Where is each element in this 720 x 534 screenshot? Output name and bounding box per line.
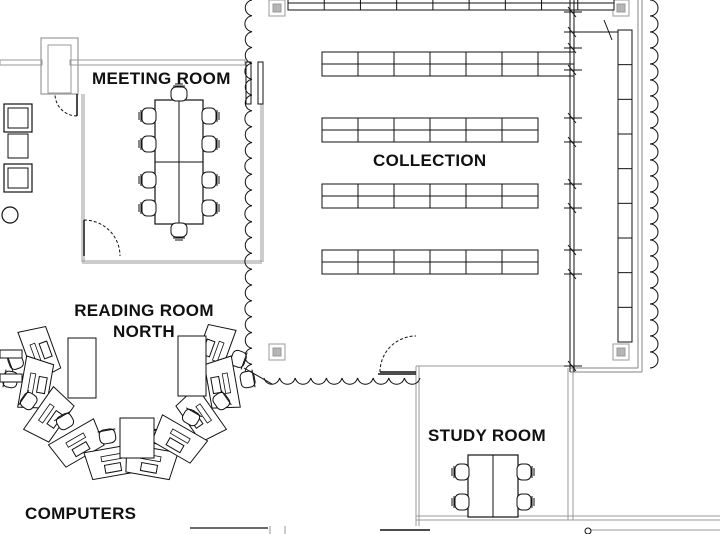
cable-tray bbox=[0, 373, 23, 383]
mullion bbox=[257, 61, 264, 105]
lounge-chair bbox=[3, 103, 33, 133]
reading-room-label: READING ROOM NORTH bbox=[66, 300, 222, 342]
collection-label: COLLECTION bbox=[373, 151, 487, 170]
workstation bbox=[47, 411, 105, 468]
monitor bbox=[36, 375, 48, 395]
meeting-chair bbox=[138, 199, 157, 217]
keyboard bbox=[169, 428, 191, 444]
monitor bbox=[139, 462, 159, 474]
meeting-chair bbox=[138, 135, 157, 153]
monitor bbox=[103, 462, 123, 474]
closet-wall bbox=[40, 37, 79, 95]
door-leaf bbox=[243, 367, 273, 385]
study-room-label: STUDY ROOM bbox=[428, 426, 546, 445]
workstation-chair bbox=[239, 369, 256, 389]
meeting-room-label: MEETING ROOM bbox=[92, 69, 231, 88]
curtain-south bbox=[263, 377, 421, 385]
computers-label: COMPUTERS bbox=[25, 504, 137, 523]
study-chair bbox=[451, 463, 470, 481]
misc-fixtures bbox=[1, 103, 33, 224]
meeting-chair bbox=[201, 135, 220, 153]
closet-inner bbox=[47, 44, 72, 94]
workstation-hub bbox=[119, 417, 155, 459]
lounge-chair bbox=[3, 163, 33, 193]
collection-shelving bbox=[287, 0, 633, 372]
wall-segment bbox=[0, 59, 43, 66]
wall-shelving bbox=[617, 29, 633, 343]
meeting-chair bbox=[170, 83, 188, 102]
workstation-chair bbox=[18, 389, 38, 411]
meeting-door-swing bbox=[83, 219, 121, 257]
meeting-chair bbox=[138, 107, 157, 125]
keyboard bbox=[37, 403, 55, 424]
workstation bbox=[203, 355, 256, 409]
fixture bbox=[584, 527, 592, 534]
curtain-east bbox=[649, 0, 659, 369]
workstation-spine bbox=[177, 335, 207, 397]
keyboard bbox=[65, 432, 87, 448]
meeting-chair bbox=[201, 199, 220, 217]
keyboard bbox=[195, 403, 213, 424]
shelf-row-top bbox=[287, 0, 615, 11]
curtain-west bbox=[244, 0, 253, 381]
study-chair bbox=[516, 463, 535, 481]
keyboard bbox=[221, 372, 232, 394]
meeting-chair bbox=[201, 171, 220, 189]
study-room-furniture bbox=[451, 454, 535, 518]
monitor bbox=[210, 375, 222, 395]
meeting-chair bbox=[138, 171, 157, 189]
workstation-chair bbox=[97, 428, 117, 445]
workstation-chair bbox=[181, 407, 203, 427]
workstation-chair bbox=[212, 389, 232, 411]
monitor bbox=[38, 340, 53, 360]
computer-workstations bbox=[0, 323, 256, 481]
closet-door-swing bbox=[54, 93, 78, 117]
round-table bbox=[1, 206, 19, 224]
monitor bbox=[71, 441, 91, 458]
reading-room-label-line2: NORTH bbox=[113, 322, 175, 341]
column-core bbox=[616, 3, 626, 13]
side-table bbox=[7, 133, 29, 159]
study-chair bbox=[451, 493, 470, 511]
cable-tray bbox=[0, 349, 23, 359]
column-core bbox=[272, 3, 282, 13]
workstation-chair bbox=[53, 411, 75, 431]
column-core bbox=[616, 347, 626, 357]
meeting-chair bbox=[170, 222, 188, 241]
workstation-spine bbox=[67, 337, 97, 399]
doors bbox=[54, 93, 417, 385]
workstation bbox=[151, 407, 209, 464]
meeting-room-furniture bbox=[138, 83, 220, 241]
study-door-swing bbox=[379, 335, 417, 373]
monitor bbox=[165, 437, 185, 454]
meeting-chair bbox=[201, 107, 220, 125]
column-core bbox=[272, 347, 282, 357]
study-chair bbox=[516, 493, 535, 511]
reading-room-label-line1: READING ROOM bbox=[74, 301, 214, 320]
wall-segment bbox=[69, 59, 246, 66]
collection-curtain-wall bbox=[244, 0, 659, 385]
